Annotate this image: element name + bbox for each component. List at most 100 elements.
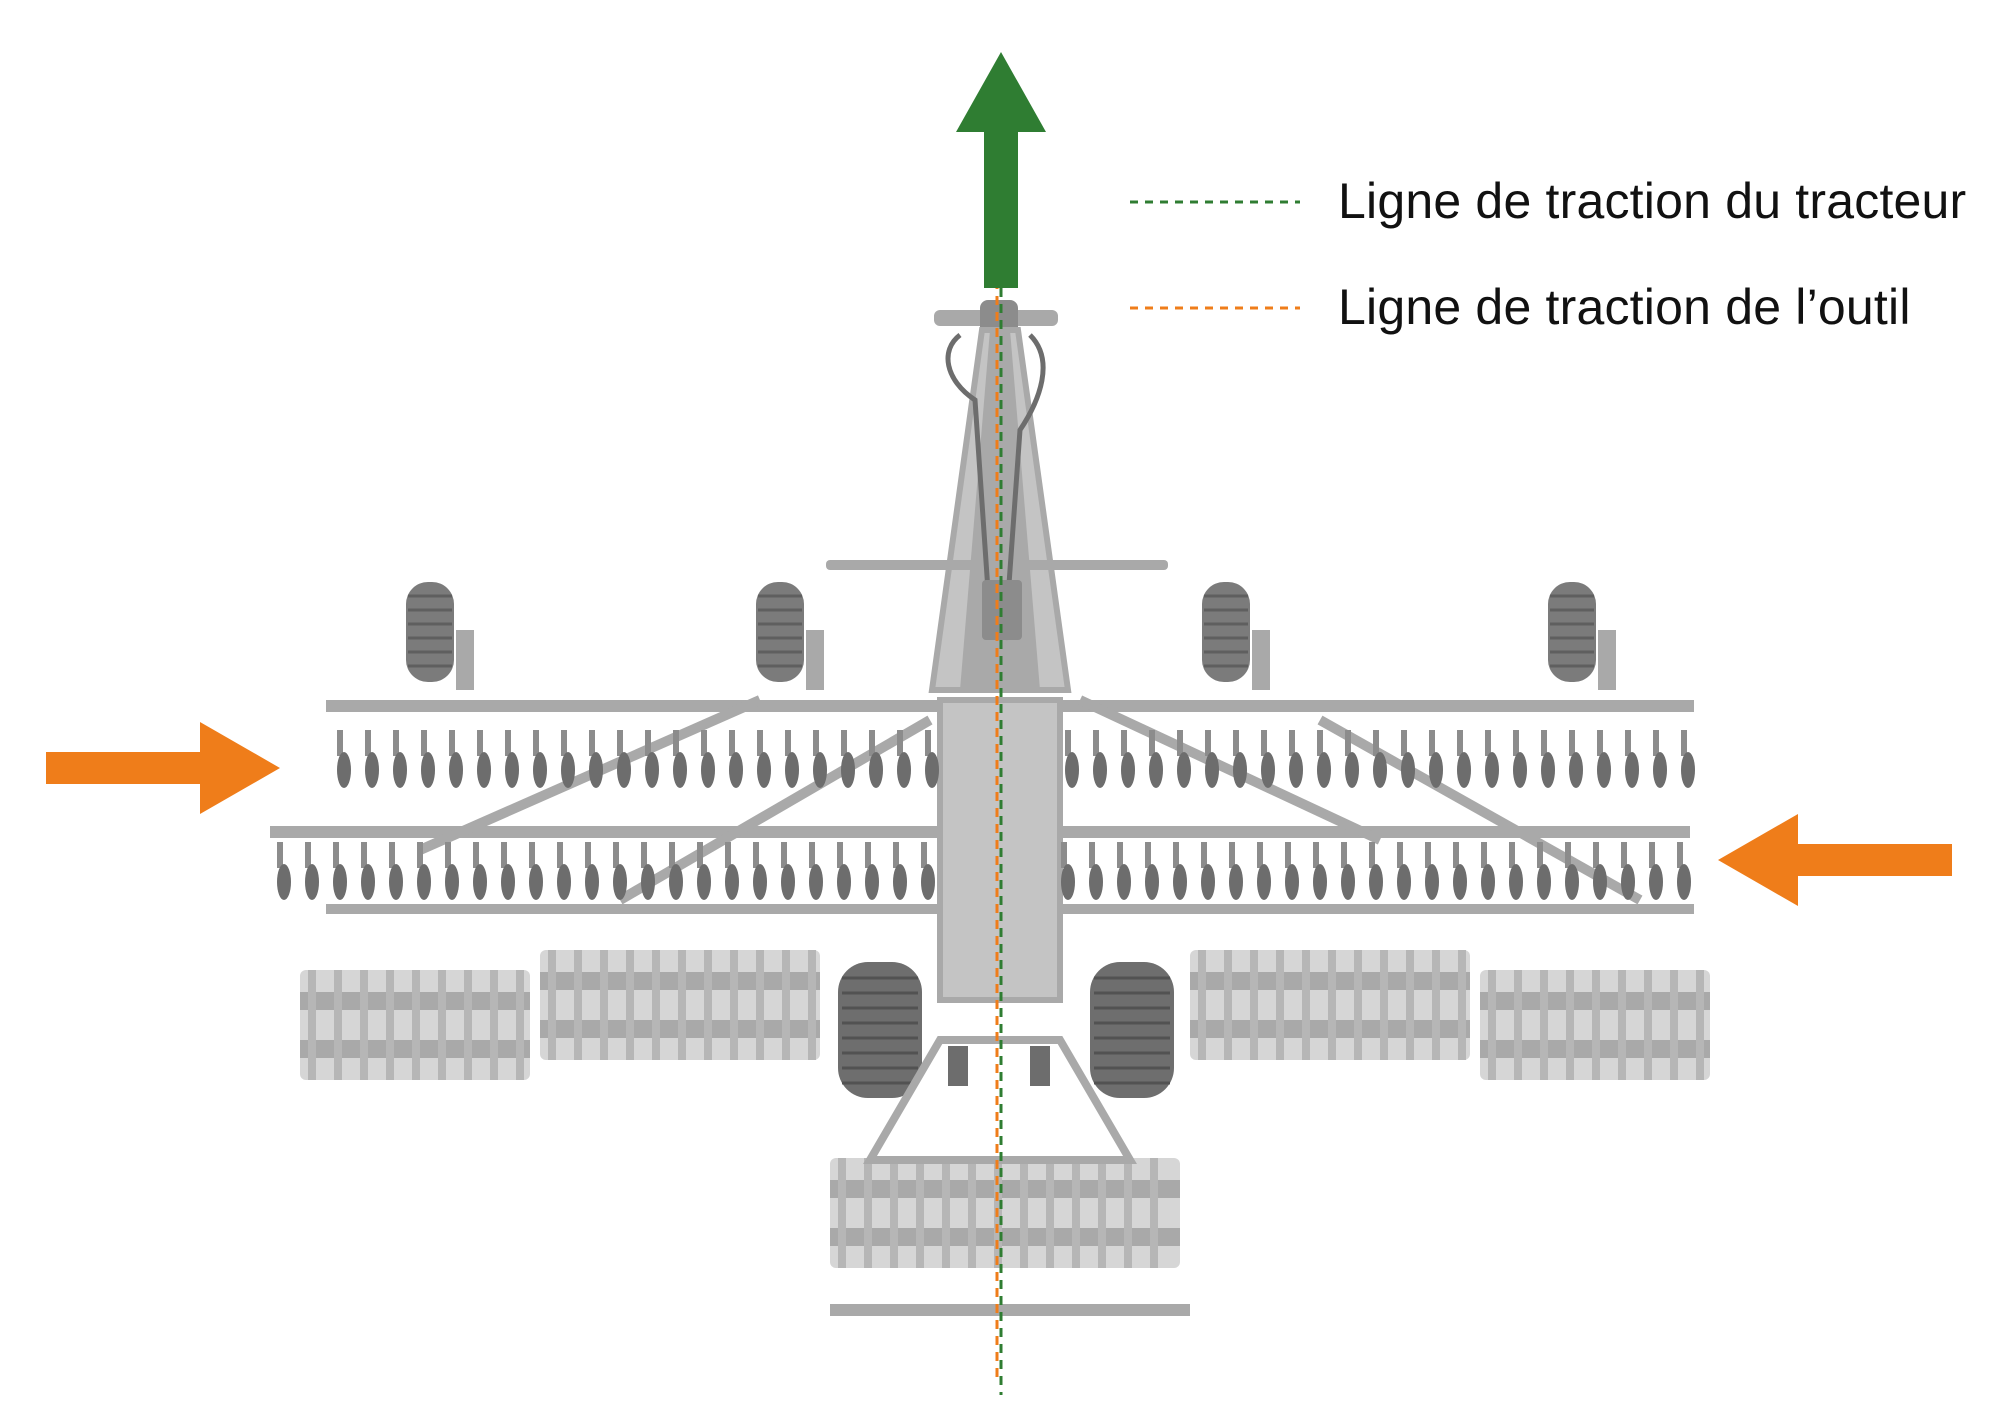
roller-tooth	[1514, 970, 1522, 1080]
disc	[337, 752, 351, 788]
disc	[1177, 752, 1191, 788]
forward-arrow-icon	[956, 52, 1046, 288]
disc	[925, 752, 939, 788]
disc	[865, 864, 879, 900]
disc	[1457, 752, 1471, 788]
disc-arm	[365, 730, 371, 756]
roller-tooth	[1670, 970, 1678, 1080]
frame-brace	[1317, 715, 1643, 905]
disc-arm	[645, 730, 651, 756]
disc-arm	[1373, 730, 1379, 756]
disc-arm	[561, 730, 567, 756]
disc-arm	[1065, 730, 1071, 756]
roller-tooth	[968, 1158, 976, 1268]
roller-tooth	[1276, 950, 1284, 1060]
disc	[529, 864, 543, 900]
disc	[669, 864, 683, 900]
roller-tooth	[438, 970, 446, 1080]
center-wheel	[838, 962, 922, 1098]
wheel-arm	[806, 630, 824, 690]
roller-tooth	[1150, 1158, 1158, 1268]
disc-arm	[1145, 842, 1151, 868]
rear-light	[1030, 1046, 1050, 1086]
disc	[921, 864, 935, 900]
disc-arm	[477, 730, 483, 756]
disc	[1569, 752, 1583, 788]
roller-tooth	[652, 950, 660, 1060]
disc	[1509, 864, 1523, 900]
disc-arm	[1681, 730, 1687, 756]
disc-arm	[337, 730, 343, 756]
disc-arm	[1565, 842, 1571, 868]
disc	[841, 752, 855, 788]
disc	[1653, 752, 1667, 788]
legend-label-tractor: Ligne de traction du tracteur	[1338, 173, 1967, 229]
disc-arm	[729, 730, 735, 756]
disc-arm	[1173, 842, 1179, 868]
disc-arm	[1597, 730, 1603, 756]
disc-arm	[1537, 842, 1543, 868]
roller-tooth	[756, 950, 764, 1060]
disc-arm	[897, 730, 903, 756]
roller-tooth	[678, 950, 686, 1060]
disc-arm	[925, 730, 931, 756]
disc	[1425, 864, 1439, 900]
disc-arm	[1569, 730, 1575, 756]
rear-drawbar	[863, 1036, 1137, 1164]
roller-tooth	[1328, 950, 1336, 1060]
disc	[1289, 752, 1303, 788]
disc-arm	[1625, 730, 1631, 756]
disc-arm	[757, 730, 763, 756]
hydraulic-hose	[945, 333, 993, 621]
disc-arm	[893, 842, 899, 868]
disc	[389, 864, 403, 900]
disc-arm	[1093, 730, 1099, 756]
roller-tooth	[1432, 950, 1440, 1060]
rear-bar	[830, 1304, 1190, 1316]
disc	[393, 752, 407, 788]
roller-tooth	[464, 970, 472, 1080]
disc-arm	[785, 730, 791, 756]
disc	[757, 752, 771, 788]
disc-arm	[389, 842, 395, 868]
transport-wheel	[406, 582, 454, 682]
disc-arm	[781, 842, 787, 868]
roller-tooth	[600, 950, 608, 1060]
side-force-arrow-left-icon	[46, 722, 280, 814]
disc	[673, 752, 687, 788]
side-force-arrow-right-icon	[1718, 814, 1952, 906]
disc	[1201, 864, 1215, 900]
disc-arm	[813, 730, 819, 756]
disc	[613, 864, 627, 900]
disc	[1537, 864, 1551, 900]
roller-tooth	[1566, 970, 1574, 1080]
roller-tooth	[1020, 1158, 1028, 1268]
disc	[1065, 752, 1079, 788]
disc-arm	[1401, 730, 1407, 756]
disc	[277, 864, 291, 900]
disc-arm	[1205, 730, 1211, 756]
disc-arm	[701, 730, 707, 756]
legend-swatches	[1130, 200, 1300, 310]
roller-tooth	[1458, 950, 1466, 1060]
disc	[1313, 864, 1327, 900]
disc	[1541, 752, 1555, 788]
disc-arm	[1457, 730, 1463, 756]
disc	[1429, 752, 1443, 788]
disc	[417, 864, 431, 900]
disc	[1089, 864, 1103, 900]
disc-arm	[393, 730, 399, 756]
disc	[1093, 752, 1107, 788]
disc-arm	[449, 730, 455, 756]
disc-arm	[1089, 842, 1095, 868]
disc-arm	[305, 842, 311, 868]
disc-arm	[837, 842, 843, 868]
roller-tooth	[782, 950, 790, 1060]
roller-tooth	[864, 1158, 872, 1268]
disc-arm	[1345, 730, 1351, 756]
roller-tooth	[574, 950, 582, 1060]
disc-arm	[809, 842, 815, 868]
disc	[1317, 752, 1331, 788]
roller-tooth	[1592, 970, 1600, 1080]
